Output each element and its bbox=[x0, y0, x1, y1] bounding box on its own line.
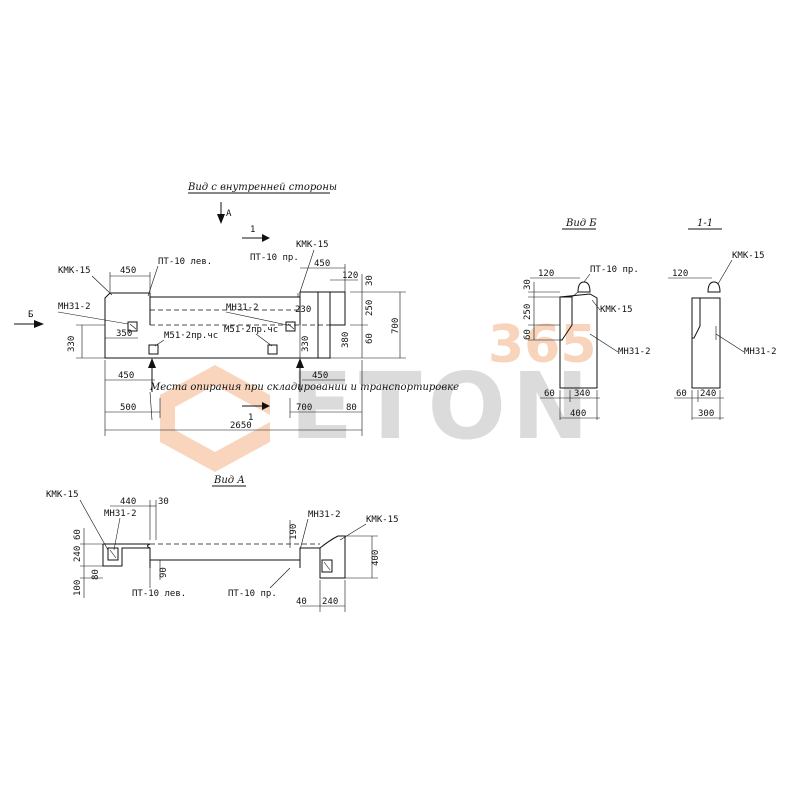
section-title: 1-1 bbox=[697, 218, 713, 229]
view-b-title: Вид Б bbox=[565, 218, 597, 229]
label-kmk15-a-right: КМК-15 bbox=[366, 515, 399, 525]
dim-30-b: 30 bbox=[523, 279, 533, 290]
section-1-1: 1-1 КМК-15 МН31-2 120 60 240 300 bbox=[668, 218, 777, 420]
dim-330-left: 330 bbox=[67, 336, 77, 352]
dim-700: 700 bbox=[391, 318, 401, 334]
label-pt10-a-left: ПТ-10 лев. bbox=[132, 589, 186, 599]
inner-view: Вид с внутренней стороны А 1 Б КМК-15 М bbox=[14, 182, 459, 436]
label-m51-right: М51·2пр.чс bbox=[224, 325, 278, 335]
dim-380: 380 bbox=[341, 332, 351, 348]
marker-b: Б bbox=[28, 310, 33, 320]
dim-30-a: 30 bbox=[158, 497, 169, 507]
dim-300: 300 bbox=[698, 409, 714, 419]
label-pt10-right: ПТ-10 пр. bbox=[250, 253, 299, 263]
dim-190-a: 190 bbox=[289, 524, 299, 540]
label-kmk15-section: КМК-15 bbox=[732, 251, 765, 261]
dim-250-b: 250 bbox=[523, 304, 533, 320]
inner-view-title: Вид с внутренней стороны bbox=[187, 182, 337, 193]
dim-230: 230 bbox=[295, 305, 311, 315]
dim-60-a: 60 bbox=[73, 529, 83, 540]
label-kmk15-b: КМК·15 bbox=[600, 305, 633, 315]
dim-40-a: 40 bbox=[296, 597, 307, 607]
section-marker-top: 1 bbox=[250, 225, 255, 235]
dim-330-right: 330 bbox=[301, 336, 311, 352]
label-pt10-b: ПТ-10 пр. bbox=[590, 265, 639, 275]
support-note: Места опирания при складировании и транс… bbox=[149, 382, 459, 393]
dim-700-bottom: 700 bbox=[296, 403, 312, 413]
dim-240-a-bottom: 240 bbox=[322, 597, 338, 607]
label-mn31-left: МН31-2 bbox=[58, 302, 91, 312]
dim-240-section: 240 bbox=[700, 389, 716, 399]
dim-340: 340 bbox=[574, 389, 590, 399]
watermark-logo-mark bbox=[160, 365, 270, 472]
dim-250-inner: 250 bbox=[365, 300, 375, 316]
watermark: 365 ETON bbox=[160, 315, 597, 472]
dim-80: 80 bbox=[346, 403, 357, 413]
label-kmk15-left: КМК-15 bbox=[58, 266, 91, 276]
dim-120-section: 120 bbox=[672, 269, 688, 279]
dim-500: 500 bbox=[120, 403, 136, 413]
label-mn31-b: МН31-2 bbox=[618, 347, 651, 357]
label-kmk15-right: КМК-15 bbox=[296, 240, 329, 250]
label-mn31-center: МН31-2 bbox=[226, 303, 259, 313]
dim-450-bottom-left: 450 bbox=[118, 371, 134, 381]
marker-a: А bbox=[226, 209, 232, 219]
section-marker-bottom: 1 bbox=[248, 413, 253, 423]
dim-60-b-bottom: 60 bbox=[544, 389, 555, 399]
dim-60-b: 60 bbox=[523, 329, 533, 340]
dim-240-a: 240 bbox=[73, 546, 83, 562]
dim-440: 440 bbox=[120, 497, 136, 507]
label-kmk15-a-left: КМК-15 bbox=[46, 490, 79, 500]
dim-120-b: 120 bbox=[538, 269, 554, 279]
label-pt10-left: ПТ-10 лев. bbox=[158, 257, 212, 267]
dim-90-a: 90 bbox=[159, 567, 169, 578]
view-b: Вид Б ПТ-10 пр. КМК·15 МН31-2 120 30 250… bbox=[523, 218, 651, 420]
dim-350: 350 bbox=[116, 329, 132, 339]
dim-60-inner: 60 bbox=[365, 333, 375, 344]
dim-30-inner: 30 bbox=[365, 275, 375, 286]
dim-400-a: 400 bbox=[371, 550, 381, 566]
dim-80-a: 80 bbox=[91, 569, 101, 580]
dim-60-section: 60 bbox=[676, 389, 687, 399]
label-mn31-a-left: МН31-2 bbox=[104, 509, 137, 519]
dim-120-inner: 120 bbox=[342, 271, 358, 281]
view-a-title: Вид А bbox=[213, 475, 245, 486]
dim-100-a: 100 bbox=[73, 580, 83, 596]
label-mn31-a-right: МН31-2 bbox=[308, 510, 341, 520]
watermark-brand: ETON bbox=[290, 353, 595, 460]
label-m51-left: М51·2пр.чс bbox=[164, 331, 218, 341]
dim-2650: 2650 bbox=[230, 421, 252, 431]
dim-450-top-right: 450 bbox=[314, 259, 330, 269]
dim-400-b: 400 bbox=[570, 409, 586, 419]
dim-450-top-left: 450 bbox=[120, 266, 136, 276]
view-a: Вид А КМК-15 МН31-2 МН31-2 КМК-15 ПТ-10 … bbox=[46, 475, 399, 612]
label-pt10-a-right: ПТ-10 пр. bbox=[228, 589, 277, 599]
dim-450-bottom-right: 450 bbox=[312, 371, 328, 381]
label-mn31-section: МН31-2 bbox=[744, 347, 777, 357]
